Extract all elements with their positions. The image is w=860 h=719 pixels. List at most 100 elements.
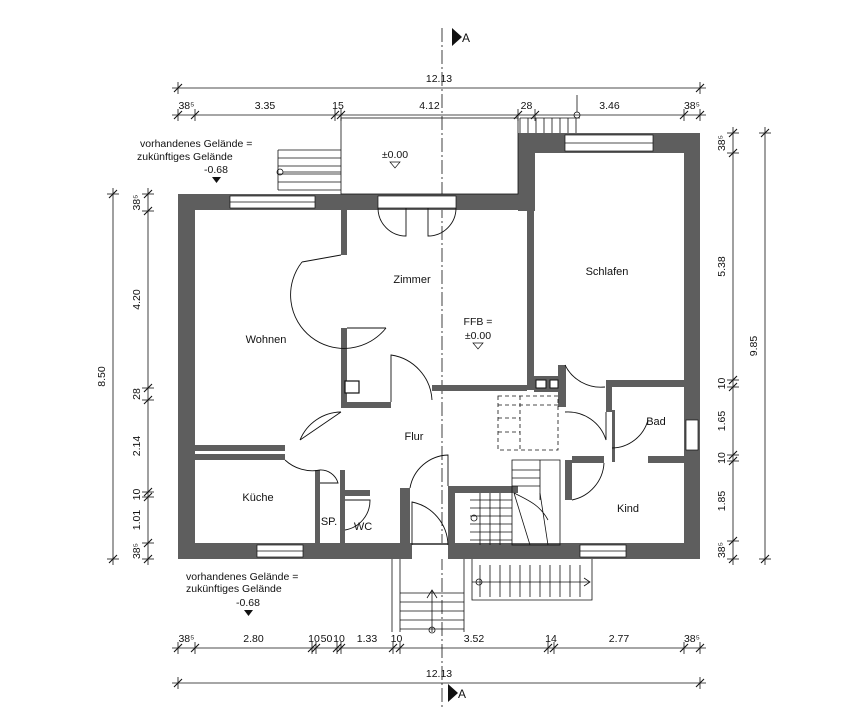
terrain-bottom-line1: vorhandenes Gelände = <box>186 571 298 583</box>
dim-right-tick <box>728 382 738 392</box>
dim-bottom-tick <box>543 643 553 653</box>
dim-left-tick <box>143 538 153 548</box>
room-label-schlafen: Schlafen <box>586 266 629 278</box>
dim-right-tick <box>728 554 738 564</box>
dim-left-label: 38⁵ <box>131 543 143 559</box>
dim-top-total-tick <box>695 83 705 93</box>
dim-right-tick <box>728 148 738 158</box>
dim-right-label: 10 <box>716 452 728 464</box>
section-label-bottom: A <box>458 687 466 701</box>
room-label-flur: Flur <box>405 431 424 443</box>
dim-top-tick <box>190 110 200 120</box>
dim-right-total-tick <box>760 554 770 564</box>
dim-right-label: 38⁵ <box>716 135 728 151</box>
terrace-level: ±0.00 <box>382 149 408 161</box>
dim-left-label: 28 <box>131 388 143 400</box>
dim-bottom-tick <box>695 643 705 653</box>
dim-top-label: 3.46 <box>599 100 620 112</box>
dim-left-total-label: 8.50 <box>96 366 108 387</box>
dim-bottom-label: 2.77 <box>609 633 630 645</box>
terrain-bottom-line2: zukünftiges Gelände <box>186 583 282 595</box>
terrain-top-line2: zukünftiges Gelände <box>137 151 233 163</box>
dim-left-label: 38⁵ <box>131 194 143 210</box>
dim-top-tick <box>173 110 183 120</box>
doors <box>284 207 649 546</box>
dim-top-tick <box>695 110 705 120</box>
dim-left-label: 4.20 <box>131 289 143 310</box>
windows <box>229 134 699 559</box>
dim-right-total-label: 9.85 <box>748 336 760 357</box>
dim-left-label: 2.14 <box>131 436 143 457</box>
dim-bottom-tick <box>395 643 405 653</box>
terrain-annotation-bottom: vorhandenes Gelände = zukünftiges Geländ… <box>186 571 298 616</box>
dim-top-tick <box>679 110 689 120</box>
dim-bottom-tick <box>336 643 346 653</box>
dim-right-label: 1.65 <box>716 411 728 432</box>
stair-top-right <box>519 95 581 133</box>
stair-top-left <box>276 149 341 191</box>
level-marker-icon <box>244 610 253 616</box>
dim-top-tick <box>336 110 346 120</box>
dim-top-label: 3.35 <box>255 100 276 112</box>
terrain-annotation-top: vorhandenes Gelände = zukünftiges Geländ… <box>137 138 252 183</box>
dim-right-total-tick <box>760 128 770 138</box>
level-marker-icon <box>212 177 221 183</box>
dim-right-label: 1.85 <box>716 491 728 512</box>
dim-bottom-label: 2.80 <box>243 633 264 645</box>
dim-bottom-total-tick <box>173 678 183 688</box>
dim-bottom-tick <box>311 643 321 653</box>
dim-bottom-label: 3.52 <box>464 633 485 645</box>
dim-bottom-tick <box>307 643 317 653</box>
dim-left-tick <box>143 206 153 216</box>
dim-right-label: 38⁵ <box>716 542 728 558</box>
dim-bottom-total-label: 12.13 <box>426 668 452 680</box>
ffb-label-line2: ±0.00 <box>465 330 491 342</box>
dim-left-tick <box>143 487 153 497</box>
dim-bottom-label: 1.33 <box>357 633 378 645</box>
dim-top-label: 38⁵ <box>178 100 194 112</box>
dim-top-tick <box>330 110 340 120</box>
dim-right-tick <box>728 450 738 460</box>
dim-bottom-label: 10 <box>333 633 345 645</box>
dim-left-total-tick <box>108 189 118 199</box>
dim-left-tick <box>143 554 153 564</box>
section-label-top: A <box>462 31 470 45</box>
dim-bottom-label: 10 <box>391 633 403 645</box>
level-marker-icon <box>472 342 484 350</box>
room-label-kind: Kind <box>617 503 639 515</box>
section-line: A A <box>441 28 470 708</box>
terrace: ±0.00 <box>340 117 519 195</box>
dim-bottom-tick <box>679 643 689 653</box>
dim-left-total-tick <box>108 554 118 564</box>
dim-bottom-tick <box>332 643 342 653</box>
dim-bottom-label: 38⁵ <box>684 633 700 645</box>
dim-bottom-tick <box>388 643 398 653</box>
room-label-wc: WC <box>354 521 372 533</box>
dim-top-label: 4.12 <box>419 100 440 112</box>
dim-bottom-label: 38⁵ <box>178 633 194 645</box>
dim-top-tick <box>513 110 523 120</box>
terrain-top-line1: vorhandenes Gelände = <box>140 138 252 150</box>
dim-top-total-tick <box>173 83 183 93</box>
room-label-sp: SP. <box>321 516 337 528</box>
dim-left-label: 1.01 <box>131 510 143 531</box>
room-label-bad: Bad <box>646 416 666 428</box>
dim-left-tick <box>143 383 153 393</box>
room-label-wohnen: Wohnen <box>246 334 287 346</box>
dim-left-tick <box>143 189 153 199</box>
dim-right-tick <box>728 128 738 138</box>
dim-right-label: 5.38 <box>716 256 728 277</box>
terrain-top-line3: -0.68 <box>204 164 228 176</box>
dim-right-label: 10 <box>716 378 728 390</box>
dim-bottom-total-tick <box>695 678 705 688</box>
stair-entrance <box>391 559 593 634</box>
dim-top-label: 28 <box>521 100 533 112</box>
room-labels: Wohnen Zimmer Schlafen Flur Bad Küche SP… <box>242 266 665 533</box>
dim-top-total-label: 12.13 <box>426 73 452 85</box>
dim-bottom-label: 10 <box>308 633 320 645</box>
section-arrow-bottom-icon <box>448 684 458 702</box>
dim-top-label: 38⁵ <box>684 100 700 112</box>
room-label-zimmer: Zimmer <box>393 274 431 286</box>
